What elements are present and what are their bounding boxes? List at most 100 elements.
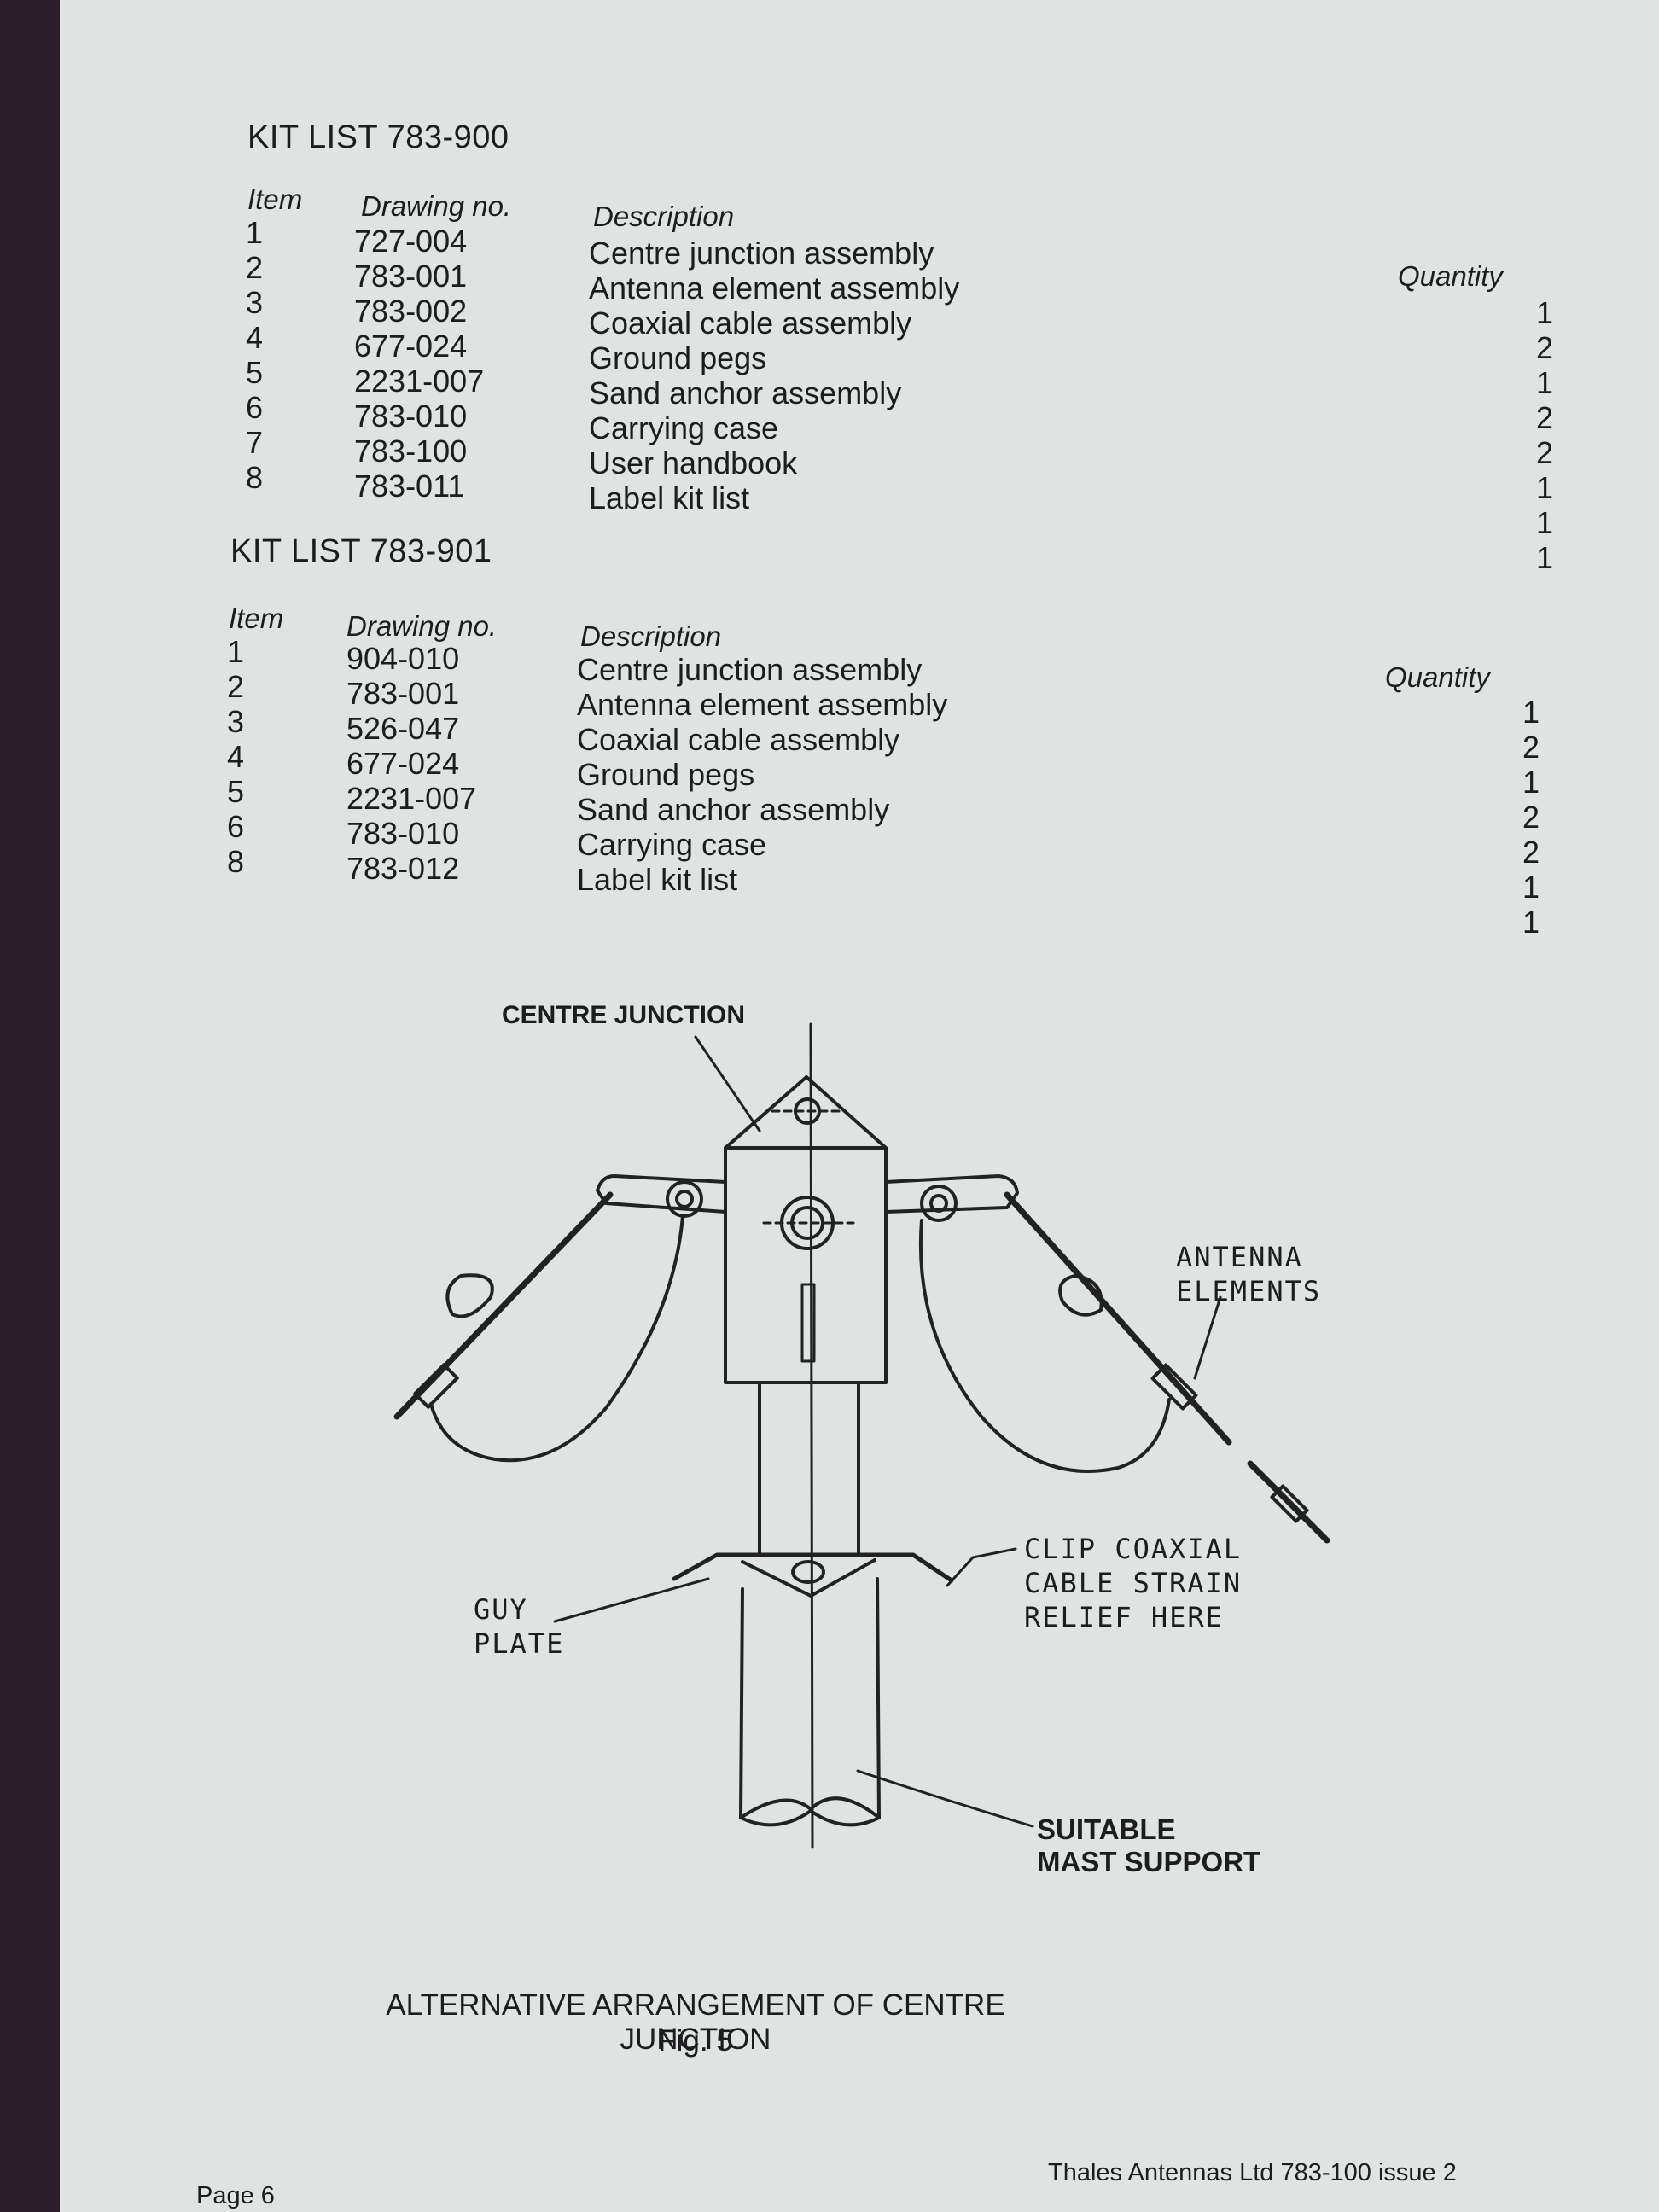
table-cell: 8: [227, 844, 245, 879]
centre-junction-label: CENTRE JUNCTION: [502, 1001, 746, 1029]
table-cell: Coaxial cable assembly: [589, 306, 912, 341]
antenna-elements-leader: [1193, 1295, 1222, 1380]
detached-connector: [1247, 1460, 1330, 1544]
table-cell: 1: [1522, 695, 1540, 730]
description-header: Description: [593, 201, 735, 232]
drawing-header: Drawing no.: [361, 190, 512, 222]
left-antenna-element: [393, 1191, 614, 1420]
quantity-column: 1 2 1 2 2 1 1: [1480, 695, 1540, 940]
page-number: Page 6: [196, 2182, 275, 2209]
item-column: 1 2 3 4 5 6 8: [227, 634, 244, 879]
table-cell: 526-047: [346, 711, 460, 746]
table-cell: 727-004: [354, 224, 468, 259]
table-cell: 1: [1522, 905, 1540, 940]
document-page: KIT LIST 783-900 Item Drawing no. Descri…: [60, 0, 1659, 2212]
drawing-header: Drawing no.: [346, 610, 498, 642]
junction-slot: [800, 1283, 816, 1363]
table-cell: 2: [246, 250, 264, 285]
table-cell: Antenna element assembly: [589, 271, 960, 306]
table-cell: 677-024: [354, 329, 468, 364]
guy-plate: [672, 1552, 954, 1583]
table-cell: 2: [1522, 835, 1540, 870]
description-column: Centre junction assembly Antenna element…: [577, 652, 947, 897]
guy-plate-leader: [553, 1577, 710, 1623]
table-cell: 2: [227, 669, 245, 704]
table-cell: Ground pegs: [589, 341, 767, 375]
right-element-clip: [1058, 1274, 1103, 1317]
table-cell: Carrying case: [589, 410, 779, 445]
table-cell: 1: [1522, 870, 1540, 905]
table-cell: 904-010: [346, 641, 460, 676]
quantity-header: Quantity: [1398, 260, 1503, 292]
guy-plate-gusset: [741, 1558, 876, 1598]
document-reference: Thales Antennas Ltd 783-100 issue 2: [1048, 2159, 1457, 2186]
table-cell: 783-100: [354, 434, 468, 469]
clip-leader: [946, 1547, 1017, 1587]
table-cell: 1: [1535, 470, 1553, 505]
guy-plate-hole: [791, 1560, 825, 1584]
table-cell: 8: [246, 460, 264, 495]
table-cell: 1: [1535, 295, 1553, 330]
right-coax-cable: [918, 1219, 1171, 1473]
table-cell: 1: [1522, 765, 1540, 800]
detached-connector-sleeve: [1270, 1484, 1309, 1523]
table-cell: 2231-007: [346, 781, 477, 816]
quantity-column: 1 2 1 2 2 1 1 1: [1493, 295, 1553, 575]
table-cell: Label kit list: [577, 862, 738, 897]
drawing-column: 904-010 783-001 526-047 677-024 2231-007…: [346, 641, 476, 886]
table-cell: 2: [1535, 435, 1553, 470]
table-cell: Centre junction assembly: [577, 652, 923, 687]
table-cell: 783-001: [354, 259, 468, 294]
table-cell: 2: [1522, 730, 1540, 765]
table-cell: User handbook: [589, 445, 798, 480]
table-cell: 1: [1535, 365, 1553, 400]
left-bolt: [666, 1180, 703, 1218]
table-cell: 2: [1522, 800, 1540, 835]
table-cell: 4: [227, 739, 245, 774]
table-cell: Ground pegs: [577, 757, 755, 792]
table-cell: Carrying case: [577, 827, 767, 862]
table-cell: 783-012: [346, 851, 460, 886]
table-cell: Label kit list: [589, 480, 750, 515]
table-cell: Sand anchor assembly: [589, 375, 902, 410]
kit-list-title: KIT LIST 783-901: [230, 533, 492, 569]
kit-list-title: KIT LIST 783-900: [247, 119, 509, 155]
left-bracket: [596, 1174, 727, 1214]
table-cell: 1: [246, 215, 264, 250]
table-cell: 677-024: [346, 746, 460, 781]
junction-top-plate: [724, 1075, 888, 1150]
table-cell: 2231-007: [354, 364, 485, 399]
table-cell: Sand anchor assembly: [577, 792, 890, 827]
mast-left-edge: [739, 1587, 744, 1819]
table-cell: 783-010: [354, 399, 468, 434]
mast-support-label: SUITABLE MAST SUPPORT: [1037, 1813, 1261, 1877]
centre-junction-diagram: [393, 1022, 1330, 1849]
antenna-elements-label: ANTENNA ELEMENTS: [1176, 1241, 1322, 1307]
table-cell: 2: [1535, 400, 1553, 435]
table-cell: 6: [246, 390, 264, 425]
left-element-clip: [445, 1273, 494, 1318]
item-header: Item: [229, 602, 284, 634]
table-cell: 783-001: [346, 676, 460, 711]
left-coax-cable: [429, 1214, 684, 1463]
table-cell: 6: [227, 809, 245, 844]
table-cell: 7: [246, 425, 264, 460]
table-cell: Antenna element assembly: [577, 687, 948, 722]
right-bolt: [920, 1185, 958, 1222]
guy-plate-label: GUY PLATE: [474, 1593, 565, 1660]
table-cell: Coaxial cable assembly: [577, 722, 900, 757]
table-cell: 783-002: [354, 294, 468, 329]
mast-bottom-lower: [739, 1809, 881, 1827]
table-cell: 5: [246, 355, 264, 390]
clip-coaxial-label: CLIP COAXIAL CABLE STRAIN RELIEF HERE: [1024, 1533, 1243, 1633]
quantity-header: Quantity: [1385, 661, 1490, 693]
table-cell: 783-010: [346, 816, 460, 851]
table-cell: 3: [246, 285, 264, 320]
right-bracket: [884, 1174, 1019, 1214]
right-element-joint: [1150, 1363, 1198, 1411]
description-column: Centre junction assembly Antenna element…: [589, 236, 959, 515]
centre-axis-line: [809, 1022, 814, 1849]
table-cell: 1: [1535, 505, 1553, 540]
table-cell: Centre junction assembly: [589, 236, 934, 271]
item-column: 1 2 3 4 5 6 7 8: [246, 215, 263, 495]
